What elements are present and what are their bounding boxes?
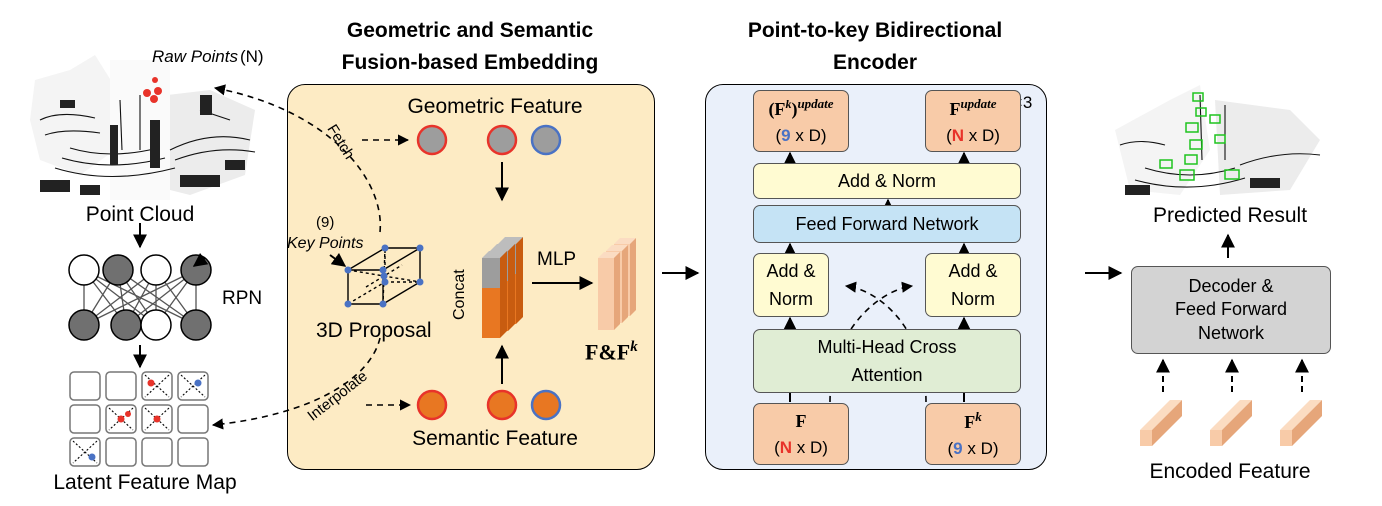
encoded-feature-label: Encoded Feature bbox=[1149, 460, 1311, 483]
encoder-title-line1: Point-to-key Bidirectional bbox=[747, 19, 1003, 42]
raw-points-text: Raw Points bbox=[152, 47, 238, 66]
raw-points-count: (N) bbox=[239, 47, 264, 66]
fusion-title-line2: Fusion-based Embedding bbox=[341, 51, 599, 74]
proposal-label: 3D Proposal bbox=[316, 319, 432, 342]
encoder-title-line2: Encoder bbox=[832, 51, 918, 74]
semantic-feature-label: Semantic Feature bbox=[412, 427, 578, 450]
add-norm-top-box: Add & Norm bbox=[753, 163, 1021, 199]
fk-update-box: (Fk)update (9 x D) bbox=[753, 90, 849, 152]
fk-update-dim: (9 x D) bbox=[775, 126, 827, 146]
f-input-dim: (N x D) bbox=[774, 438, 828, 458]
fk-input-box: Fk (9 x D) bbox=[925, 403, 1021, 465]
embedding-output-text: F&F bbox=[585, 339, 631, 365]
f-input-formula: F bbox=[795, 410, 807, 431]
fk-input-formula: Fk bbox=[964, 408, 982, 432]
concat-blocks bbox=[482, 237, 523, 338]
rpn-network bbox=[68, 254, 212, 341]
latent-feature-grid bbox=[69, 371, 209, 467]
ffn-box: Feed Forward Network bbox=[753, 205, 1021, 243]
fk-update-formula: (Fk)update bbox=[768, 95, 834, 119]
embedding-output-sup: k bbox=[630, 339, 638, 355]
add-norm-left-box: Add &Norm bbox=[753, 253, 829, 317]
key-points-label: Key Points bbox=[287, 235, 364, 252]
f-update-formula: Fupdate bbox=[949, 95, 997, 119]
concat-label: Concat bbox=[451, 269, 468, 320]
predicted-result-image bbox=[1115, 85, 1321, 195]
predicted-result-label: Predicted Result bbox=[1152, 204, 1308, 227]
geometric-feature-circles bbox=[416, 124, 562, 156]
latent-map-label: Latent Feature Map bbox=[53, 471, 237, 494]
mlp-label: MLP bbox=[537, 249, 577, 270]
fusion-title-line1: Geometric and Semantic bbox=[346, 19, 594, 42]
point-cloud-label: Point Cloud bbox=[85, 203, 195, 226]
decoder-box: Decoder & Feed Forward Network bbox=[1131, 266, 1331, 354]
f-update-box: Fupdate (N x D) bbox=[925, 90, 1021, 152]
rpn-label: RPN bbox=[222, 288, 263, 309]
embedding-blocks bbox=[598, 238, 636, 330]
geometric-feature-label: Geometric Feature bbox=[407, 95, 583, 118]
key-points-count: (9) bbox=[316, 214, 335, 231]
add-norm-right-box: Add &Norm bbox=[925, 253, 1021, 317]
fk-input-dim: (9 x D) bbox=[947, 439, 999, 459]
f-input-box: F (N x D) bbox=[753, 403, 849, 465]
encoded-feature-bars bbox=[1140, 400, 1322, 446]
f-update-dim: (N x D) bbox=[946, 126, 1000, 146]
semantic-feature-circles bbox=[416, 389, 562, 421]
embedding-output-label: F&Fk bbox=[585, 340, 638, 363]
point-cloud-image bbox=[30, 55, 256, 200]
raw-points-label: Raw Points(N) bbox=[152, 48, 264, 65]
